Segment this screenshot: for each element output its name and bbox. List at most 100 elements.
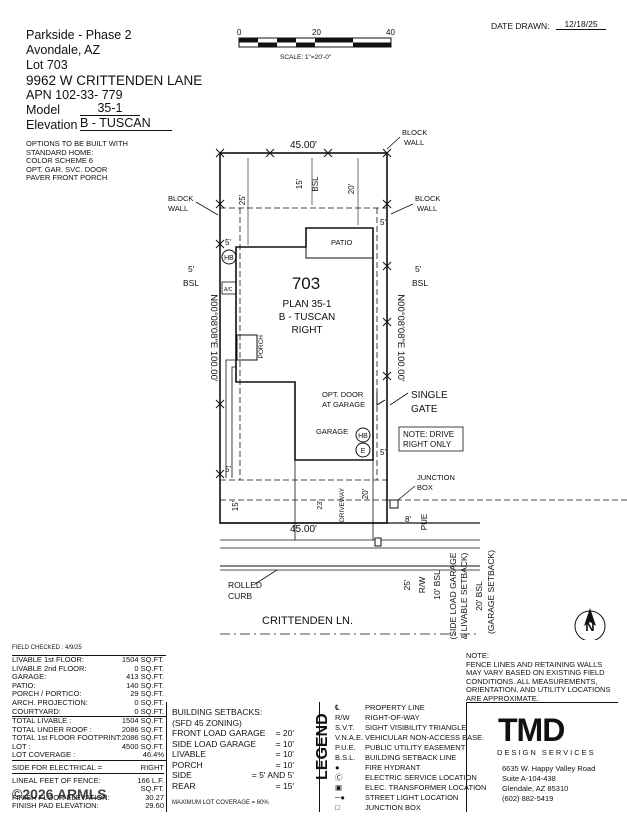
gate-label-2: GATE bbox=[411, 404, 438, 415]
pue-label: PUE bbox=[420, 514, 429, 530]
block-wall-label: BLOCK bbox=[402, 128, 427, 137]
legend-item: ▣ELEC. TRANSFORMER LOCATION bbox=[335, 783, 487, 792]
north-arrow-icon: N bbox=[585, 619, 594, 634]
area-row: LIVABLE 1st FLOOR:1504 SQ.FT. bbox=[12, 655, 164, 664]
misc-table: SIDE FOR ELECTRICAL =RIGHT LINEAL FEET O… bbox=[12, 763, 166, 811]
dim-23: 23' bbox=[317, 500, 324, 509]
junction-label-2: BOX bbox=[417, 483, 433, 492]
dim-5-right: 5' bbox=[415, 264, 422, 274]
legend-item: ●FIRE HYDRANT bbox=[335, 763, 421, 772]
watermark: ©2026 ARMLS bbox=[12, 786, 107, 802]
setback-row: FRONT LOAD GARAGE= 20' bbox=[172, 728, 294, 738]
fence-row: LINEAL FEET OF FENCE:166 L.F. bbox=[12, 775, 164, 785]
legend-item: S.V.T.SIGHT VISIBILITY TRIANGLE bbox=[335, 723, 467, 732]
rolled-curb-2: CURB bbox=[228, 591, 252, 601]
project-name: Parkside - Phase 2 bbox=[26, 28, 132, 42]
apn: APN 102-33- 779 bbox=[26, 88, 123, 102]
dim-25-rw: 25' bbox=[402, 579, 412, 590]
legend-item: B.S.L.BUILDING SETBACK LINE bbox=[335, 753, 457, 762]
hose-bib-icon: HB bbox=[358, 433, 368, 440]
dim-15-bottom: 15' bbox=[231, 500, 240, 511]
date-label: DATE DRAWN: bbox=[491, 21, 550, 31]
address-line: 6635 W. Happy Valley Road bbox=[502, 764, 596, 773]
plan-line: PLAN 35-1 bbox=[283, 299, 332, 310]
finish-pad-row: FINISH PAD ELEVATION:29.60 bbox=[12, 801, 164, 811]
ac-unit bbox=[221, 281, 237, 295]
model-label: Model bbox=[26, 103, 61, 117]
drive-note-1: NOTE: DRIVE bbox=[403, 430, 454, 439]
site-plan: PATIO PORCH A/C 703 PLAN 35-1 B - TUSCAN… bbox=[168, 128, 627, 640]
model-value: 35-1 bbox=[80, 101, 140, 116]
notes-line: ORIENTATION, AND UTILITY LOCATIONS bbox=[466, 685, 611, 694]
setback-row: SIDE= 5' AND 5' bbox=[172, 770, 294, 780]
garage-label: GARAGE bbox=[316, 427, 348, 436]
area-row: COURTYARD:0 SQ.FT. bbox=[12, 706, 164, 716]
setback-row: REAR= 15' bbox=[172, 780, 294, 791]
rw-label: R/W bbox=[417, 577, 427, 594]
patio-label: PATIO bbox=[331, 238, 353, 247]
notes-divider bbox=[466, 702, 618, 703]
legend-item: ℄PROPERTY LINE bbox=[335, 703, 425, 712]
block-wall-label: WALL bbox=[168, 204, 188, 213]
notes-title: NOTE: bbox=[466, 651, 489, 660]
side-load-2: & LIVABLE SETBACK) bbox=[459, 552, 469, 639]
area-row: LIVABLE 2nd FLOOR:0 SQ.FT. bbox=[12, 663, 164, 673]
porch bbox=[236, 334, 258, 361]
elevation-value: B - TUSCAN bbox=[80, 116, 172, 131]
driveway-label: DRIVEWAY bbox=[339, 487, 346, 522]
ac-label: A/C bbox=[224, 287, 233, 293]
street-name: CRITTENDEN LN. bbox=[262, 615, 353, 627]
notes-line: FENCE LINES AND RETAINING WALLS bbox=[466, 659, 603, 669]
totals-table: TOTAL LIVABLE :1504 SQ.FT. TOTAL UNDER R… bbox=[12, 716, 166, 761]
electrical-row: SIDE FOR ELECTRICAL =RIGHT bbox=[12, 763, 164, 774]
drive-note-2: RIGHT ONLY bbox=[403, 440, 452, 449]
street-light-icon: ─● bbox=[335, 793, 345, 802]
setback-row: SIDE LOAD GARAGE= 10' bbox=[172, 738, 294, 749]
total-row: TOTAL UNDER ROOF :2086 SQ.FT. bbox=[12, 724, 164, 734]
side-load-1: (SIDE LOAD GARAGE bbox=[448, 552, 458, 639]
elevation-label: Elevation bbox=[26, 118, 78, 132]
dim-15-rear: 15' bbox=[295, 178, 304, 189]
area-row: ARCH. PROJECTION:0 SQ.FT. bbox=[12, 697, 164, 707]
dim-5-left: 5' bbox=[188, 264, 195, 274]
lot-boundary bbox=[219, 152, 388, 524]
options-line: OPT. GAR. SVC. DOOR bbox=[26, 164, 108, 174]
notes-line: ARE APPROXIMATE. bbox=[466, 693, 539, 703]
electric-meter-icon: E bbox=[361, 448, 366, 455]
garage-setback-label: (GARAGE SETBACK) bbox=[486, 550, 496, 634]
bsl-15-label: BSL bbox=[311, 176, 320, 192]
scale-bar: 0 20 40 SCALE: 1"=20'-0" bbox=[237, 28, 395, 61]
scale-tick-40: 40 bbox=[386, 28, 395, 37]
scale-tick-20: 20 bbox=[312, 28, 321, 37]
gate-label-1: SINGLE bbox=[411, 390, 448, 401]
options-line: COLOR SCHEME 6 bbox=[26, 156, 94, 165]
setbacks-panel bbox=[166, 702, 320, 812]
total-row: TOTAL 1st FLOOR FOOTPRINT:2086 SQ.FT. bbox=[12, 733, 164, 743]
fire-hydrant-icon: ● bbox=[335, 763, 340, 772]
dim-5: 5' bbox=[380, 448, 386, 457]
legend-title: LEGEND bbox=[314, 713, 331, 780]
area-row: PORCH / PORTICO:29 SQ.FT. bbox=[12, 689, 164, 699]
sqft-row: SQ.FT. bbox=[140, 784, 164, 794]
bsl-right: BSL bbox=[412, 278, 428, 288]
area-row: GARAGE:413 SQ.FT. bbox=[12, 672, 164, 682]
drive-note bbox=[398, 426, 464, 452]
dim-5: 5' bbox=[380, 218, 386, 227]
legend-panel bbox=[318, 702, 467, 812]
field-checked: FIELD CHECKED : 4/9/25 bbox=[12, 645, 82, 651]
phone: (602) 882-5419 bbox=[502, 794, 554, 803]
area-table: LIVABLE 1st FLOOR:1504 SQ.FT. LIVABLE 2n… bbox=[12, 655, 166, 718]
transformer-icon: ▣ bbox=[335, 783, 343, 792]
scale-label: SCALE: 1"=20'-0" bbox=[280, 54, 332, 61]
bsl-left: BSL bbox=[183, 278, 199, 288]
legend-item: □JUNCTION BOX bbox=[335, 803, 421, 812]
legend-item: P.U.E.PUBLIC UTILITY EASEMENT bbox=[335, 743, 466, 752]
legend-item: ─●STREET LIGHT LOCATION bbox=[335, 793, 459, 802]
junction-label-1: JUNCTION bbox=[417, 473, 455, 482]
junction-box-icon: □ bbox=[335, 803, 340, 812]
notes-box: NOTE: FENCE LINES AND RETAINING WALLS MA… bbox=[466, 651, 614, 703]
hand-line: RIGHT bbox=[291, 325, 322, 336]
company-logo: TMD bbox=[498, 712, 565, 748]
company-address: 6635 W. Happy Valley Road Suite A-104-43… bbox=[502, 764, 595, 804]
